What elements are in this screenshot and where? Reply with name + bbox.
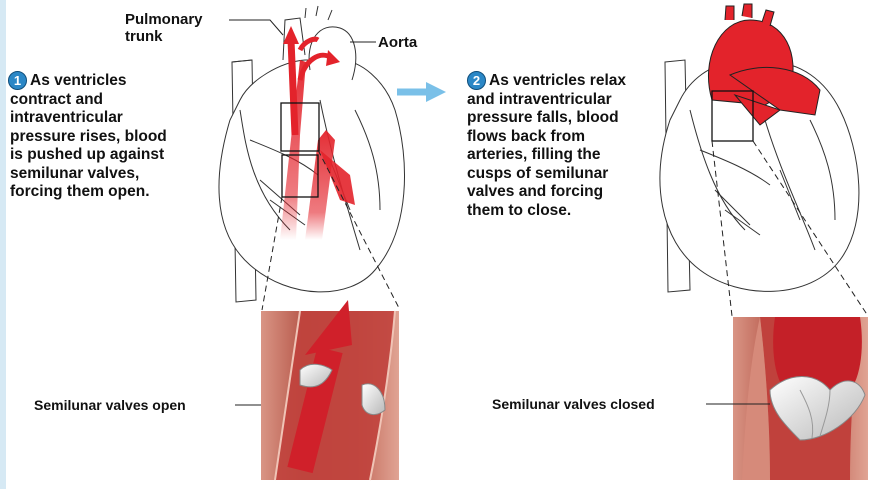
aorta-label: Aorta [378,34,417,51]
pulmonary-trunk-label: Pulmonary trunk [125,11,203,45]
valves-closed-label: Semilunar valves closed [492,396,655,412]
step-2-text: As ventricles relax and intraventricular… [467,72,626,220]
right-heart [660,4,868,316]
transition-arrow [397,82,446,102]
valves-open-label: Semilunar valves open [34,397,186,413]
valve-open-inset [261,300,399,480]
valve-closed-inset [733,317,868,480]
left-heart [219,6,405,310]
step-1-text: As ventricles contract and intraventricu… [10,72,167,202]
